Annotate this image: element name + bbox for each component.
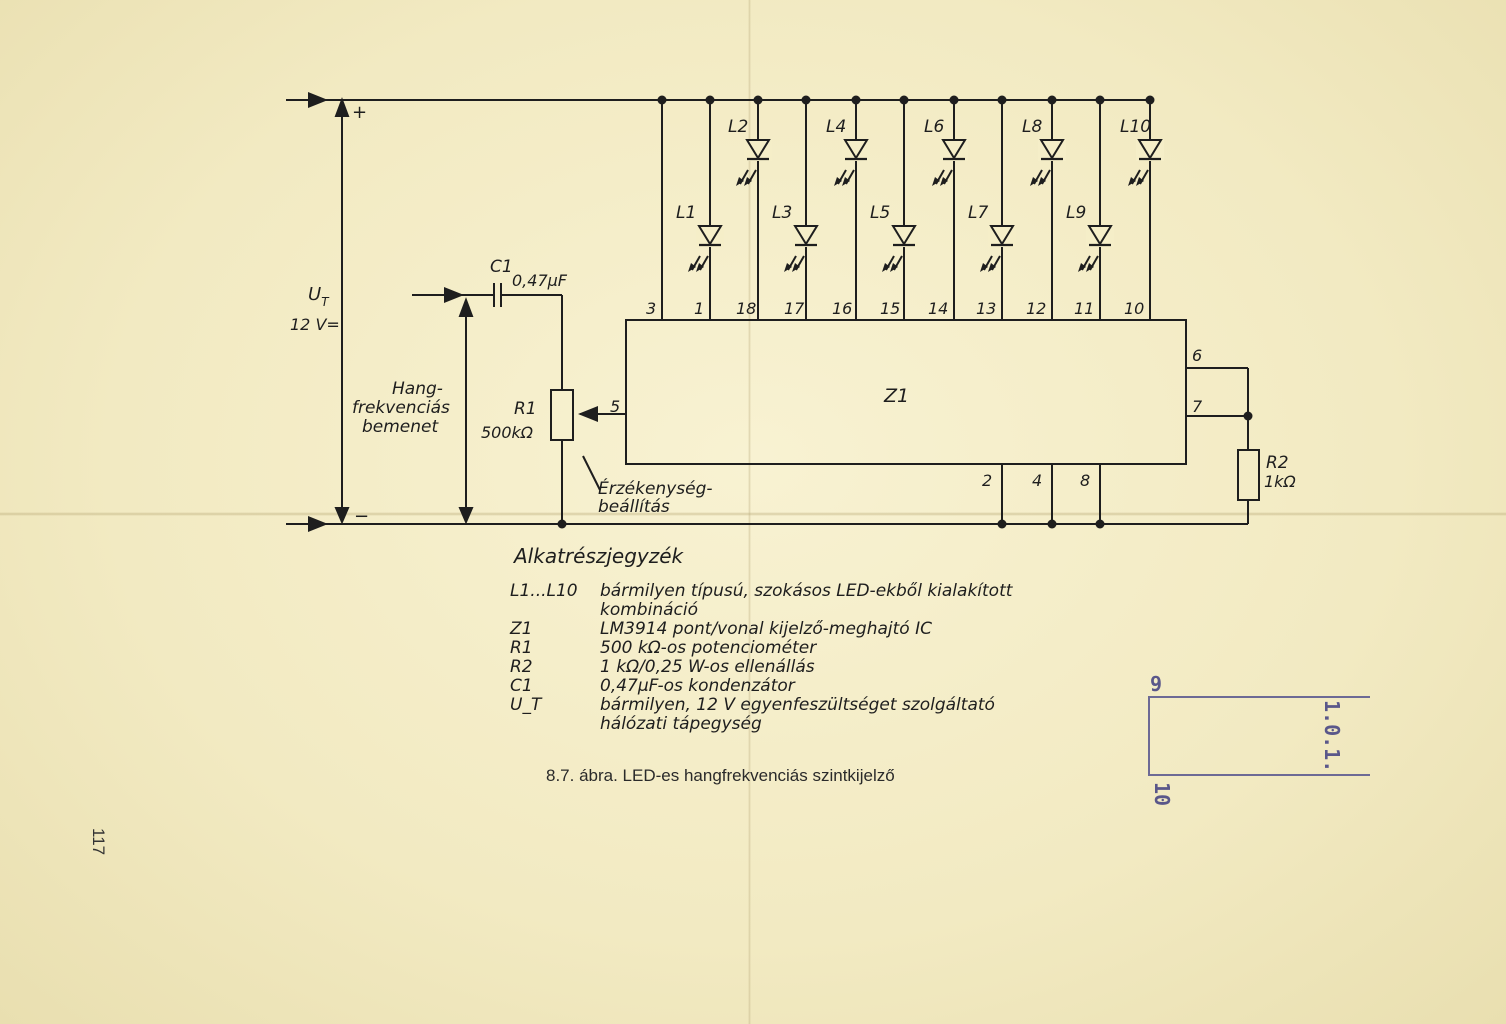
pin-11-label: 11 — [1074, 299, 1094, 318]
led-label-7: L7 — [968, 203, 988, 223]
led-6 — [932, 139, 968, 186]
pin-13-label: 13 — [976, 299, 996, 318]
led-3 — [784, 225, 820, 272]
part-description: bármilyen, 12 V egyenfeszültséget szolgá… — [600, 695, 995, 715]
stamp-left: 9 — [1150, 672, 1163, 696]
pin-16-label: 16 — [832, 299, 852, 318]
led-label-1: L1 — [676, 203, 696, 223]
led-label-8: L8 — [1022, 117, 1042, 137]
parts-list-title: Alkatrészjegyzék — [514, 544, 684, 568]
horizontal-fold — [0, 512, 1506, 516]
led-label-4: L4 — [826, 117, 846, 137]
minus-sign: − — [354, 506, 369, 527]
led-5 — [882, 225, 918, 272]
pin-18-label: 18 — [736, 299, 756, 318]
parts-row: kombináció — [510, 601, 1150, 620]
led-8 — [1030, 139, 1066, 186]
stamp-bottom: 10 — [1150, 781, 1175, 807]
led-label-10: L10 — [1120, 117, 1151, 137]
c1-name: C1 — [490, 257, 513, 277]
figure-caption: 8.7. ábra. LED-es hangfrekvenciás szintk… — [546, 766, 895, 785]
part-description: hálózati tápegység — [600, 714, 762, 734]
input-label-2: frekvenciás — [352, 398, 450, 418]
parts-row: hálózati tápegység — [510, 715, 1150, 734]
pin-10-label: 10 — [1124, 299, 1144, 318]
led-label-3: L3 — [772, 203, 792, 223]
pin-7: 7 — [1192, 397, 1203, 416]
led-label-9: L9 — [1066, 203, 1086, 223]
part-description: 1 kΩ/0,25 W-os ellenállás — [600, 657, 815, 677]
pin-17-label: 17 — [784, 299, 805, 318]
part-ref — [510, 601, 600, 620]
part-description: 500 kΩ-os potenciométer — [600, 638, 817, 658]
part-description: 0,47μF-os kondenzátor — [600, 676, 795, 696]
part-ref: R1 — [510, 638, 533, 658]
sensitivity-label-1: Érzékenység- — [598, 477, 713, 499]
ic-name: Z1 — [883, 385, 909, 407]
led-label-2: L2 — [728, 117, 748, 137]
part-ref: U_T — [510, 695, 542, 715]
part-description: bármilyen típusú, szokásos LED-ekből kia… — [600, 581, 1013, 601]
pin-4-label: 4 — [1032, 471, 1042, 490]
parts-row: R2 1 kΩ/0,25 W-os ellenállás — [510, 658, 1150, 677]
led-label-5: L5 — [870, 203, 890, 223]
r1-name: R1 — [514, 399, 537, 419]
pin-15-label: 15 — [880, 299, 900, 318]
part-description: kombináció — [600, 600, 698, 620]
parts-row: U_T bármilyen, 12 V egyenfeszültséget szo… — [510, 696, 1150, 715]
r2-value: 1kΩ — [1264, 472, 1296, 491]
parts-row: Z1 LM3914 pont/vonal kijelző-meghajtó IC — [510, 620, 1150, 639]
parts-row: C1 0,47μF-os kondenzátor — [510, 677, 1150, 696]
part-description: LM3914 pont/vonal kijelző-meghajtó IC — [600, 619, 932, 639]
pin-12-label: 12 — [1026, 299, 1046, 318]
input-label-3: bemenet — [362, 417, 440, 437]
led-4 — [834, 139, 870, 186]
parts-row: R1 500 kΩ-os potenciométer — [510, 639, 1150, 658]
sensitivity-label-2: beállítás — [598, 497, 670, 517]
pin-8-label: 8 — [1080, 471, 1090, 490]
pin-14-label: 14 — [928, 299, 948, 318]
part-ref: Z1 — [510, 619, 533, 639]
part-ref — [510, 715, 600, 734]
pin-3-label: 3 — [646, 299, 656, 318]
parts-row: L1...L10 bármilyen típusú, szokásos LED-e… — [510, 582, 1150, 601]
led-1 — [688, 225, 724, 272]
part-ref: C1 — [510, 676, 533, 696]
part-ref: L1...L10 — [510, 581, 578, 601]
r1-value: 500kΩ — [481, 423, 534, 442]
supply-label: UT — [308, 284, 330, 309]
pin-6: 6 — [1192, 346, 1202, 365]
part-ref: R2 — [510, 657, 533, 677]
pin-1-label: 1 — [694, 299, 704, 318]
led-10 — [1128, 139, 1164, 186]
led-2 — [736, 139, 772, 186]
input-label-1: Hang- — [392, 379, 443, 399]
supply-voltage: 12 V= — [290, 315, 340, 334]
led-label-6: L6 — [924, 117, 944, 137]
c1-value: 0,47μF — [512, 271, 568, 290]
pin-2-label: 2 — [982, 471, 992, 490]
r2-name: R2 — [1266, 453, 1289, 473]
ink-stamp — [1148, 696, 1370, 776]
parts-list: L1...L10 bármilyen típusú, szokásos LED-e… — [510, 582, 1150, 734]
stamp-right: 1.0.1. — [1320, 700, 1344, 773]
z1-body — [625, 319, 1187, 465]
led-9 — [1078, 225, 1114, 272]
pin-5: 5 — [610, 397, 620, 416]
led-7 — [980, 225, 1016, 272]
plus-sign: + — [352, 102, 367, 123]
page-number: 117 — [89, 828, 108, 856]
